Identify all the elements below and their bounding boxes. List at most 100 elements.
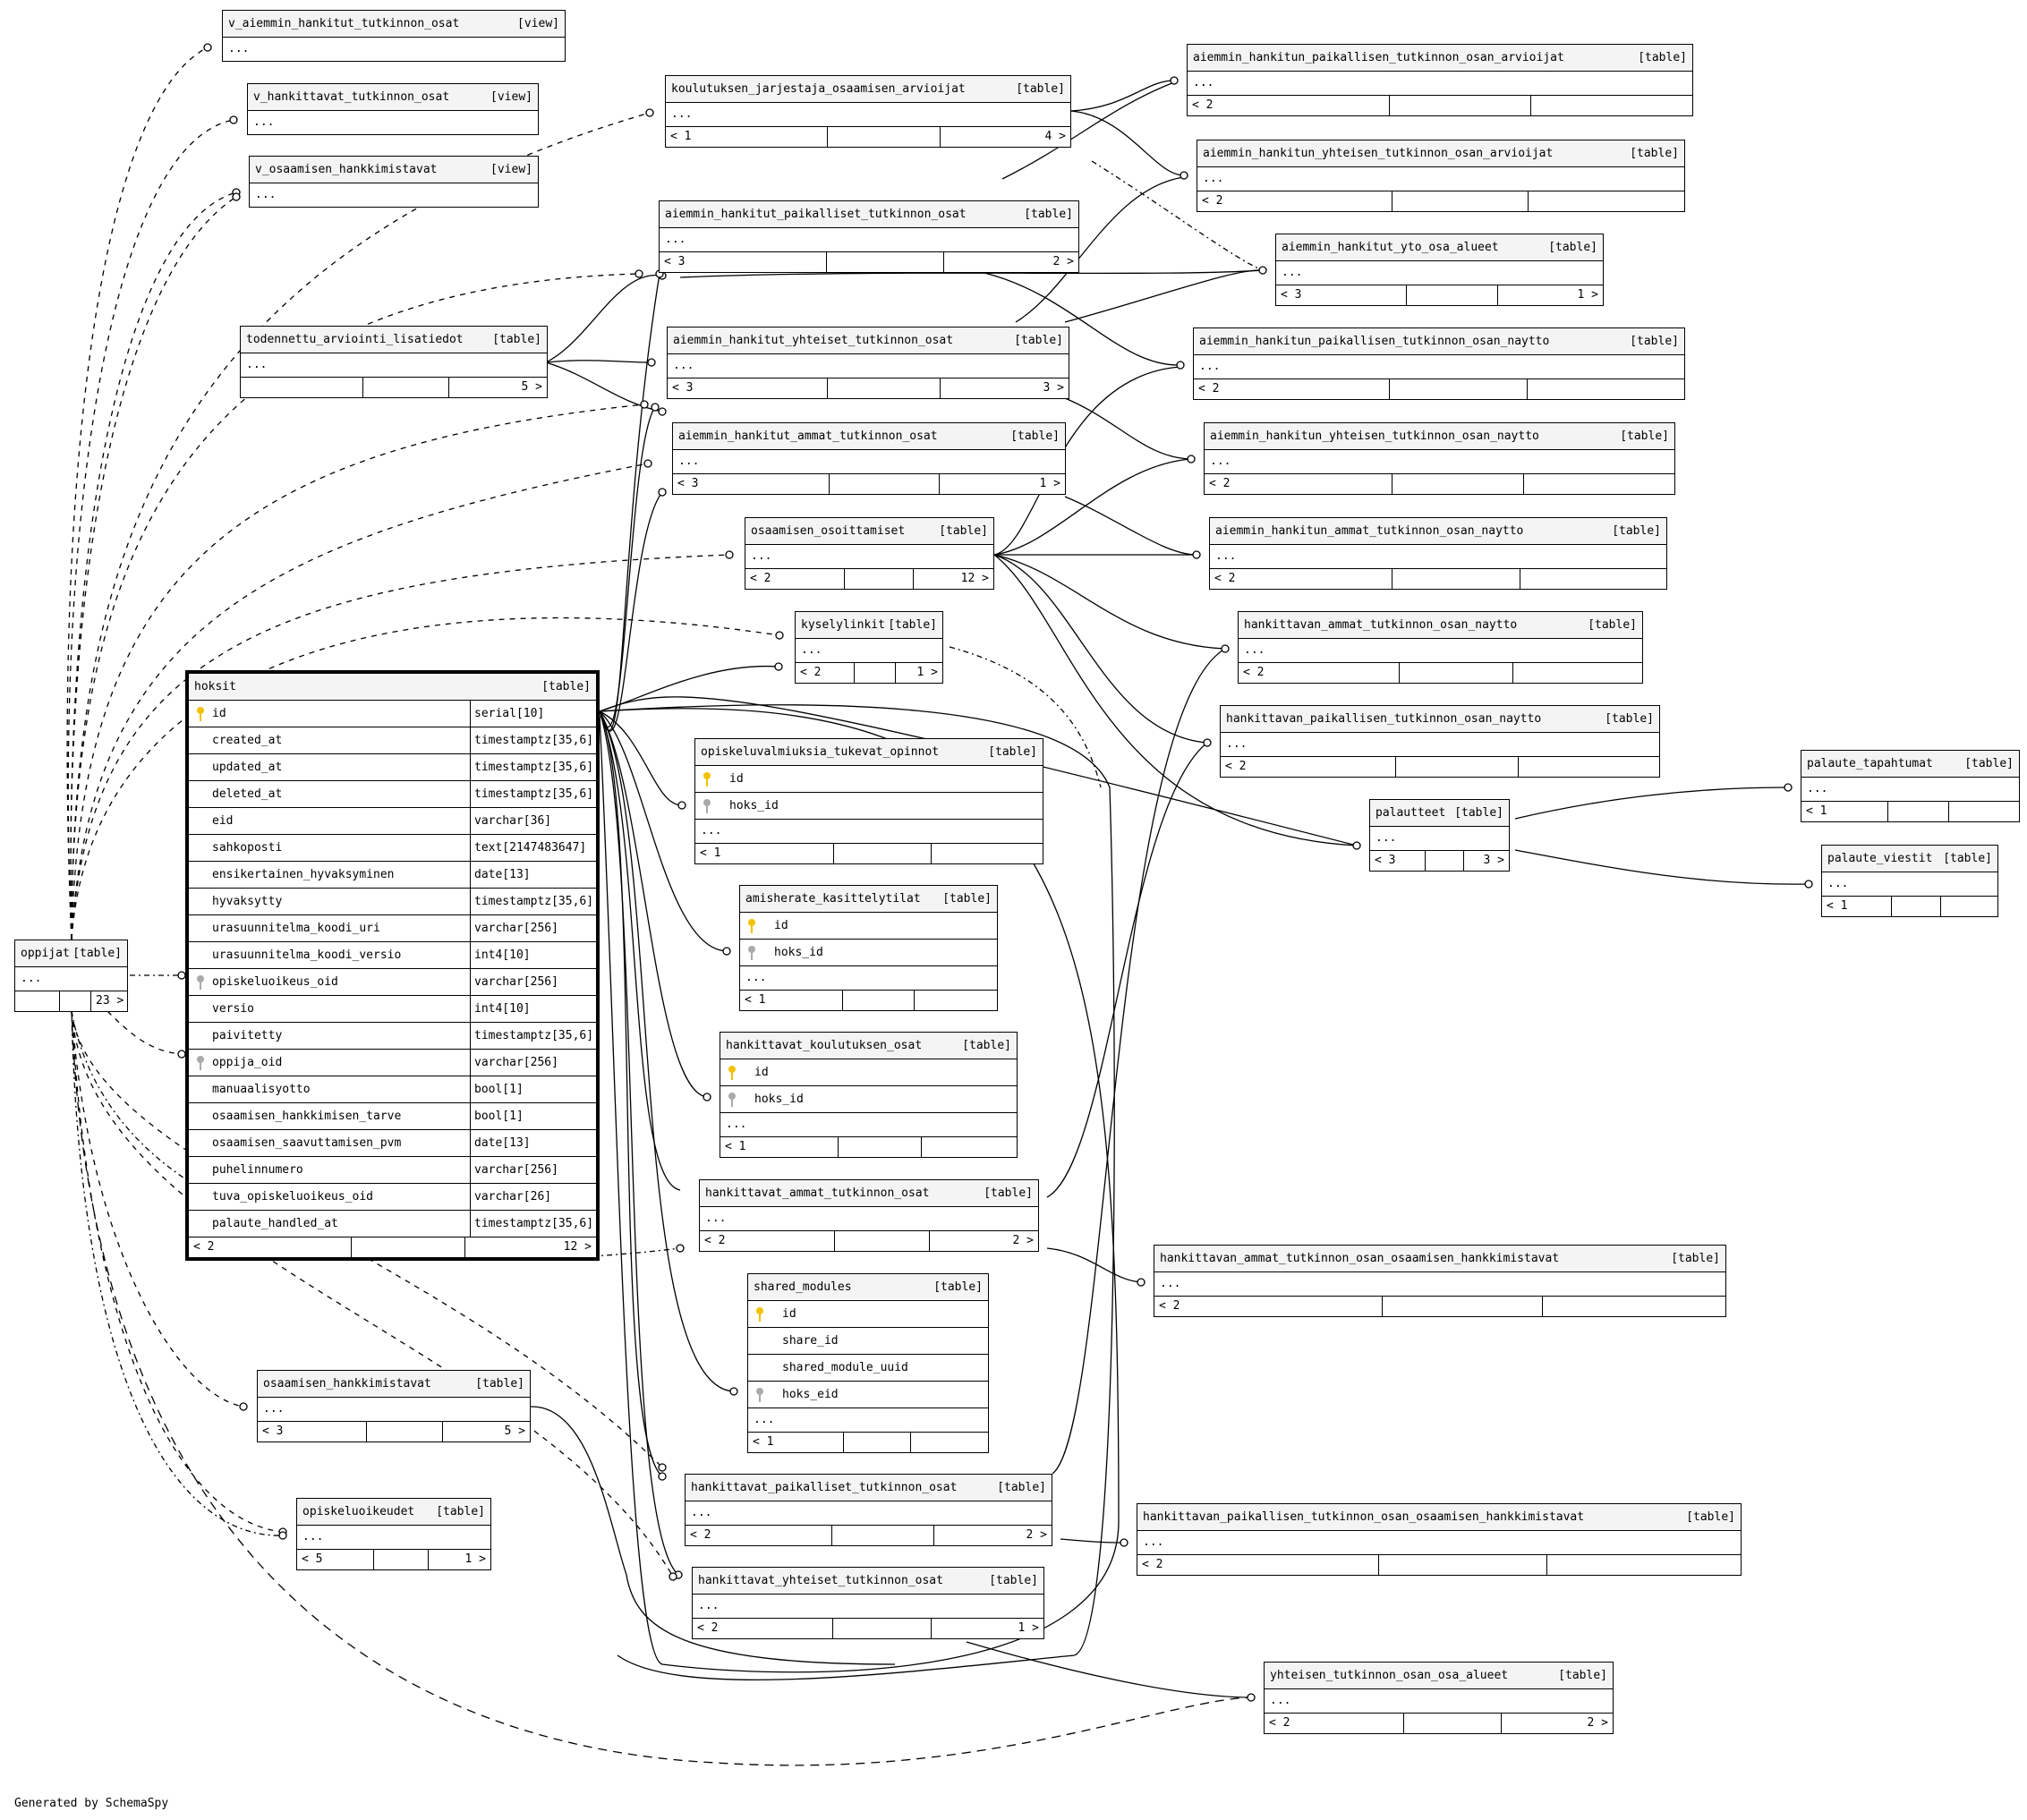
parent-count[interactable]: < 2 xyxy=(1154,1297,1384,1316)
more-columns[interactable]: ... xyxy=(297,1526,490,1550)
row-count[interactable] xyxy=(835,1231,931,1251)
row-count[interactable] xyxy=(843,991,916,1010)
parent-count[interactable]: < 2 xyxy=(1137,1555,1379,1575)
table-yhteisen_tutkinnon_osan_osa_alueet[interactable]: yhteisen_tutkinnon_osan_osa_alueet[table… xyxy=(1264,1662,1614,1734)
table-oppijat[interactable]: oppijat[table]...23 > xyxy=(14,940,128,1012)
child-count[interactable]: 1 > xyxy=(1577,288,1598,302)
row-count[interactable] xyxy=(1390,379,1528,399)
table-v_aiemmin_hankitut_tutkinnon_osat[interactable]: v_aiemmin_hankitut_tutkinnon_osat[view].… xyxy=(222,10,566,62)
child-count[interactable] xyxy=(1529,191,1684,211)
parent-count[interactable]: < 3 xyxy=(673,474,830,494)
child-count[interactable]: 2 > xyxy=(1052,255,1074,268)
table-aiemmin_hankitun_paikallisen_tutkinnon_osan_arvioijat[interactable]: aiemmin_hankitun_paikallisen_tutkinnon_o… xyxy=(1187,44,1693,116)
child-count[interactable] xyxy=(1543,1297,1725,1316)
more-columns[interactable]: ... xyxy=(1370,827,1509,851)
row-count[interactable] xyxy=(855,663,896,683)
table-header[interactable]: osaamisen_osoittamiset[table] xyxy=(745,518,993,545)
child-count[interactable]: 1 > xyxy=(1018,1621,1039,1635)
table-aiemmin_hankitun_ammat_tutkinnon_osan_naytto[interactable]: aiemmin_hankitun_ammat_tutkinnon_osan_na… xyxy=(1209,517,1667,590)
table-header[interactable]: hankittavat_paikalliset_tutkinnon_osat[t… xyxy=(686,1475,1052,1501)
more-columns[interactable]: ... xyxy=(740,966,997,991)
more-columns[interactable]: ... xyxy=(1205,450,1674,474)
row-count[interactable] xyxy=(1396,757,1520,777)
row-count[interactable] xyxy=(845,569,915,589)
child-count[interactable] xyxy=(922,1137,1017,1157)
table-hankittavan_paikallisen_tutkinnon_osan_naytto[interactable]: hankittavan_paikallisen_tutkinnon_osan_n… xyxy=(1220,705,1660,778)
table-header[interactable]: hankittavat_koulutuksen_osat[table] xyxy=(720,1033,1017,1059)
parent-count[interactable]: < 1 xyxy=(1822,897,1893,916)
child-count[interactable]: 1 > xyxy=(464,1552,486,1566)
row-count[interactable] xyxy=(60,991,91,1011)
table-koulutuksen_jarjestaja_osaamisen_arvioijat[interactable]: koulutuksen_jarjestaja_osaamisen_arvioij… xyxy=(665,75,1071,148)
child-count[interactable] xyxy=(1941,897,1997,916)
table-palaute_viestit[interactable]: palaute_viestit[table]...< 1 xyxy=(1821,845,1998,917)
more-columns[interactable]: ... xyxy=(1137,1531,1741,1555)
table-hankittavat_yhteiset_tutkinnon_osat[interactable]: hankittavat_yhteiset_tutkinnon_osat[tabl… xyxy=(692,1567,1044,1639)
parent-count[interactable]: < 3 xyxy=(1370,851,1426,871)
parent-count[interactable]: < 1 xyxy=(740,991,843,1010)
row-count[interactable] xyxy=(832,1526,935,1545)
more-columns[interactable]: ... xyxy=(693,1595,1043,1619)
table-header[interactable]: shared_modules[table] xyxy=(748,1274,988,1301)
table-header[interactable]: koulutuksen_jarjestaja_osaamisen_arvioij… xyxy=(666,76,1070,103)
row-count[interactable] xyxy=(839,1137,923,1157)
parent-count[interactable]: < 2 xyxy=(686,1526,832,1545)
row-count[interactable] xyxy=(1383,1297,1543,1316)
table-header[interactable]: aiemmin_hankitut_yhteiset_tutkinnon_osat… xyxy=(668,327,1069,354)
row-count[interactable] xyxy=(834,844,932,863)
parent-count[interactable]: < 5 xyxy=(297,1550,375,1569)
parent-count[interactable]: < 2 xyxy=(1221,757,1396,777)
parent-count[interactable]: < 2 xyxy=(745,569,845,589)
table-header[interactable]: todennettu_arviointi_lisatiedot[table] xyxy=(241,327,547,353)
table-header[interactable]: aiemmin_hankitun_yhteisen_tutkinnon_osan… xyxy=(1197,140,1684,167)
column-row[interactable]: shared_module_uuid xyxy=(748,1355,988,1382)
table-v_osaamisen_hankkimistavat[interactable]: v_osaamisen_hankkimistavat[view]... xyxy=(249,156,539,208)
table-opiskeluvalmiuksia_tukevat_opinnot[interactable]: opiskeluvalmiuksia_tukevat_opinnot[table… xyxy=(694,738,1043,864)
parent-count[interactable]: < 2 xyxy=(1210,569,1392,589)
table-header[interactable]: aiemmin_hankitun_ammat_tutkinnon_osan_na… xyxy=(1210,518,1666,545)
column-row[interactable]: hoks_id xyxy=(720,1086,1017,1113)
table-hankittavan_paikallisen_tutkinnon_osan_osaamisen_hankkimistavat[interactable]: hankittavan_paikallisen_tutkinnon_osan_o… xyxy=(1137,1503,1742,1576)
child-count[interactable]: 1 > xyxy=(916,666,938,679)
parent-count[interactable]: < 2 xyxy=(796,663,855,683)
more-columns[interactable]: ... xyxy=(1239,639,1642,663)
parent-count[interactable]: < 1 xyxy=(695,844,835,863)
more-columns[interactable]: ... xyxy=(253,115,275,129)
table-header[interactable]: aiemmin_hankitun_yhteisen_tutkinnon_osan… xyxy=(1205,423,1674,450)
row-count[interactable] xyxy=(1392,474,1524,494)
column-row[interactable]: id xyxy=(720,1059,1017,1086)
row-count[interactable] xyxy=(367,1422,443,1442)
row-count[interactable] xyxy=(1404,1714,1502,1733)
more-columns[interactable]: ... xyxy=(1210,545,1666,569)
parent-count[interactable]: < 1 xyxy=(748,1433,845,1452)
more-columns[interactable]: ... xyxy=(695,820,1043,844)
row-count[interactable] xyxy=(1392,569,1520,589)
table-header[interactable]: kyselylinkit[table] xyxy=(796,612,942,639)
column-row[interactable]: hoks_eid xyxy=(748,1382,988,1408)
parent-count[interactable]: < 2 xyxy=(1265,1714,1404,1733)
table-header[interactable]: palaute_viestit[table] xyxy=(1822,846,1997,872)
table-hankittavat_paikalliset_tutkinnon_osat[interactable]: hankittavat_paikalliset_tutkinnon_osat[t… xyxy=(685,1474,1052,1546)
table-hankittavat_ammat_tutkinnon_osat[interactable]: hankittavat_ammat_tutkinnon_osat[table].… xyxy=(699,1179,1039,1252)
more-columns[interactable]: ... xyxy=(1265,1689,1613,1714)
table-todennettu_arviointi_lisatiedot[interactable]: todennettu_arviointi_lisatiedot[table]..… xyxy=(240,326,548,398)
column-row[interactable]: id xyxy=(695,766,1043,793)
table-aiemmin_hankitut_paikalliset_tutkinnon_osat[interactable]: aiemmin_hankitut_paikalliset_tutkinnon_o… xyxy=(659,200,1079,273)
parent-count[interactable]: < 2 xyxy=(1194,379,1391,399)
more-columns[interactable]: ... xyxy=(1154,1272,1725,1297)
child-count[interactable] xyxy=(1547,1555,1741,1575)
